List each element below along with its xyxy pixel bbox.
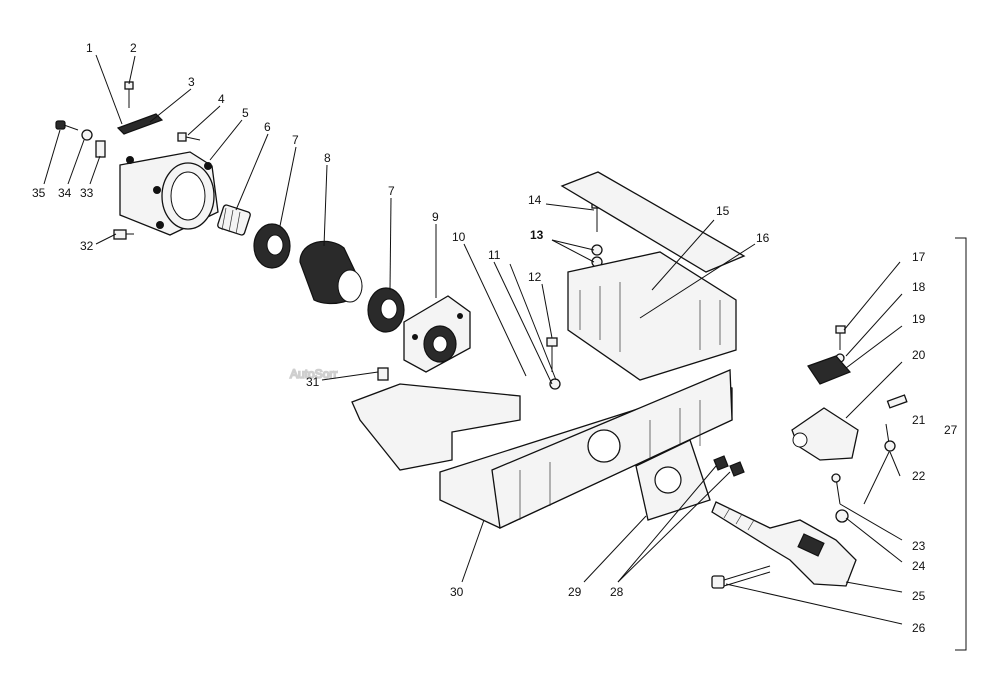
callout-21: 21 bbox=[912, 413, 926, 427]
callout-7-right: 7 bbox=[388, 184, 395, 198]
shaft-25 bbox=[711, 501, 857, 587]
callout-17: 17 bbox=[912, 250, 926, 264]
nut-31 bbox=[377, 367, 389, 381]
callout-22: 22 bbox=[912, 469, 926, 483]
bearing-6 bbox=[217, 204, 251, 236]
callout-16: 16 bbox=[756, 231, 770, 245]
callout-19: 19 bbox=[912, 312, 926, 326]
seal-7-right bbox=[367, 287, 405, 333]
bracket-15-16 bbox=[560, 171, 746, 381]
callout-29: 29 bbox=[568, 585, 582, 599]
bolt-17 bbox=[835, 325, 846, 350]
housing-5 bbox=[119, 151, 219, 236]
callout-20: 20 bbox=[912, 348, 926, 362]
callout-7-left: 7 bbox=[292, 133, 299, 147]
callout-2: 2 bbox=[130, 41, 137, 55]
fitting-32 bbox=[113, 229, 134, 240]
callout-23: 23 bbox=[912, 539, 926, 553]
callout-labels: 1 2 3 4 5 6 7 8 7 9 10 11 12 13 14 15 16… bbox=[32, 41, 958, 635]
callout-5: 5 bbox=[242, 106, 249, 120]
frame-30 bbox=[351, 369, 733, 529]
bolt-26 bbox=[711, 565, 771, 589]
nut-28a bbox=[713, 455, 729, 471]
washer-11 bbox=[549, 378, 561, 390]
callout-4: 4 bbox=[218, 92, 225, 106]
callout-8: 8 bbox=[324, 151, 331, 165]
callout-1: 1 bbox=[86, 41, 93, 55]
callout-18: 18 bbox=[912, 280, 926, 294]
leader-lines bbox=[43, 54, 903, 625]
pin-23 bbox=[831, 473, 841, 505]
callout-15: 15 bbox=[716, 204, 730, 218]
callout-10: 10 bbox=[452, 230, 466, 244]
callout-3: 3 bbox=[188, 75, 195, 89]
callout-13: 13 bbox=[530, 228, 544, 242]
bracket-3 bbox=[116, 113, 164, 135]
callout-35: 35 bbox=[32, 186, 46, 200]
callout-28: 28 bbox=[610, 585, 624, 599]
parts-group bbox=[55, 81, 967, 651]
callout-26: 26 bbox=[912, 621, 926, 635]
bolt-2 bbox=[124, 81, 134, 108]
bolt-4 bbox=[177, 132, 201, 142]
callout-32: 32 bbox=[80, 239, 94, 253]
group-bracket-27 bbox=[955, 237, 967, 651]
callout-25: 25 bbox=[912, 589, 926, 603]
callout-27: 27 bbox=[944, 423, 958, 437]
callout-34: 34 bbox=[58, 186, 72, 200]
callout-9: 9 bbox=[432, 210, 439, 224]
callout-11: 11 bbox=[488, 248, 501, 262]
plate-29 bbox=[635, 439, 711, 521]
flange-9 bbox=[403, 295, 471, 373]
callout-12: 12 bbox=[528, 270, 542, 284]
plate-33 bbox=[95, 140, 106, 158]
washer-24 bbox=[835, 509, 849, 523]
callout-14: 14 bbox=[528, 193, 542, 207]
seal-7-left bbox=[253, 223, 291, 269]
pin-21 bbox=[886, 394, 908, 409]
rod-22 bbox=[863, 423, 896, 505]
callout-6: 6 bbox=[264, 120, 271, 134]
lever-20 bbox=[791, 407, 859, 461]
drum-8 bbox=[299, 240, 363, 305]
nut-28b bbox=[729, 461, 745, 477]
callout-31: 31 bbox=[306, 375, 320, 389]
washer-34 bbox=[81, 129, 93, 141]
callout-30: 30 bbox=[450, 585, 464, 599]
callout-33: 33 bbox=[80, 186, 94, 200]
watermark: AutoSorr bbox=[290, 367, 337, 381]
bolt-12 bbox=[546, 337, 558, 372]
clamp-19 bbox=[807, 355, 852, 385]
callout-24: 24 bbox=[912, 559, 926, 573]
bolt-35 bbox=[55, 120, 79, 131]
